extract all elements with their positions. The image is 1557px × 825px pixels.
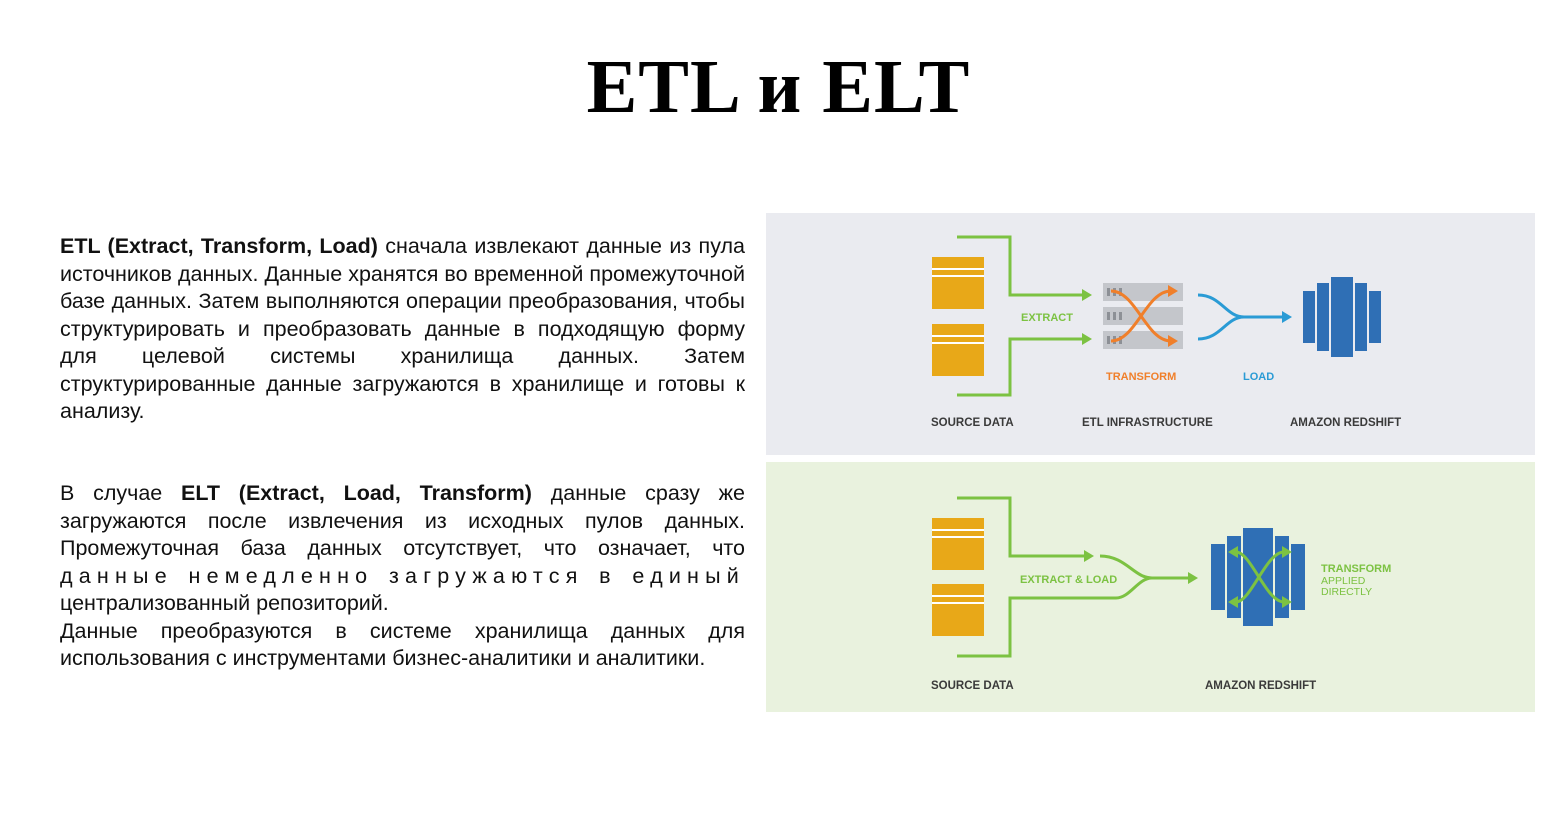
label-directly: DIRECTLY [1321,586,1372,598]
extract-arrowhead-bottom [1082,333,1092,345]
label-amazon-redshift: AMAZON REDSHIFT [1290,417,1401,429]
label-load: LOAD [1243,371,1274,383]
label-transform: TRANSFORM [1321,563,1391,575]
etl-diagram: EXTRACT TRANSFORM LOAD SOURCE DATA ETL I… [766,213,1535,455]
amazon-redshift-icon [1303,277,1381,357]
elt-text-1: данные сразу же загружаются после извлеч… [60,481,745,560]
extract-load-arrows [957,496,1188,658]
label-source-data: SOURCE DATA [931,680,1014,692]
elt-diagram-svg: EXTRACT & LOAD TRANSFORM APPLIED DIRECTL… [931,496,1391,692]
elt-description: В случае ELT (Extract, Load, Transform) … [60,480,745,673]
label-amazon-redshift: AMAZON REDSHIFT [1205,680,1316,692]
label-applied: APPLIED [1321,575,1366,587]
etl-text: сначала извлекают данные из пула источни… [60,234,745,423]
elt-text-2: централизованный репозиторий. [60,591,389,615]
elt-text-3: Данные преобразуются в системе хранилища… [60,618,745,671]
label-source-data: SOURCE DATA [931,417,1014,429]
transform-cross-arrows [1110,289,1172,343]
load-arrow [1197,293,1282,341]
transform-cross-arrows [1235,550,1285,604]
extract-arrows [957,235,1082,397]
elt-diagram: EXTRACT & LOAD TRANSFORM APPLIED DIRECTL… [766,462,1535,712]
label-extract: EXTRACT [1021,312,1073,324]
label-transform: TRANSFORM [1106,371,1176,383]
source-data-icon [932,257,984,376]
etl-description: ETL (Extract, Transform, Load) сначала и… [60,233,745,426]
extract-arrowhead-top [1082,289,1092,301]
etl-diagram-svg: EXTRACT TRANSFORM LOAD SOURCE DATA ETL I… [931,235,1401,429]
label-etl-infrastructure: ETL INFRASTRUCTURE [1082,417,1213,429]
source-data-icon [932,518,984,636]
label-extract-load: EXTRACT & LOAD [1020,574,1117,586]
elt-text-spaced: данные немедленно загружаются в единый [60,563,745,588]
elt-term: ELT (Extract, Load, Transform) [181,481,532,505]
etl-term: ETL (Extract, Transform, Load) [60,234,378,258]
elt-prefix: В случае [60,481,182,505]
page-title: ETL и ELT [586,45,971,129]
